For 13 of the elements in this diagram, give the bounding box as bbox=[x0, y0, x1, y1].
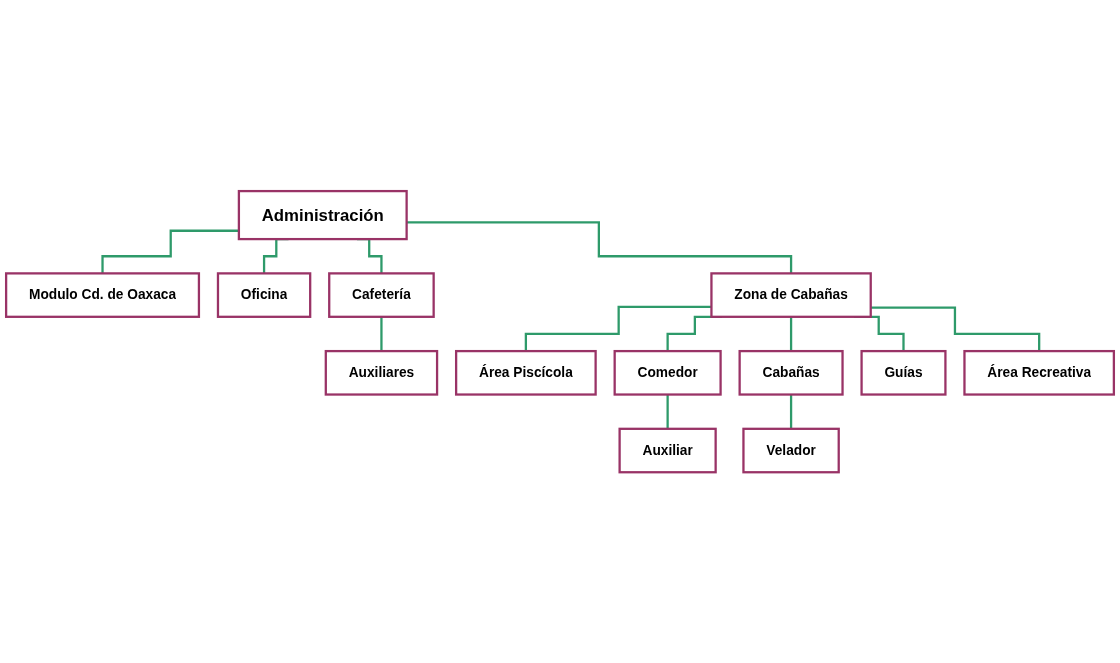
node-box: Velador bbox=[742, 427, 840, 474]
node-box: Zona de Cabañas bbox=[710, 272, 872, 318]
node-box: Modulo Cd. de Oaxaca bbox=[4, 272, 201, 318]
node-box: Cabañas bbox=[738, 349, 844, 396]
node-box: Guías bbox=[860, 349, 947, 396]
node-box: Auxiliar bbox=[618, 427, 717, 474]
node-box: Área Recreativa bbox=[963, 349, 1116, 396]
node-box: Cafetería bbox=[328, 272, 435, 318]
node-box: Administración bbox=[237, 189, 408, 241]
node-box: Oficina bbox=[216, 272, 312, 318]
node-box: Auxiliares bbox=[324, 349, 439, 396]
node-box: Área Piscícola bbox=[455, 349, 597, 396]
node-box: Comedor bbox=[613, 349, 722, 396]
